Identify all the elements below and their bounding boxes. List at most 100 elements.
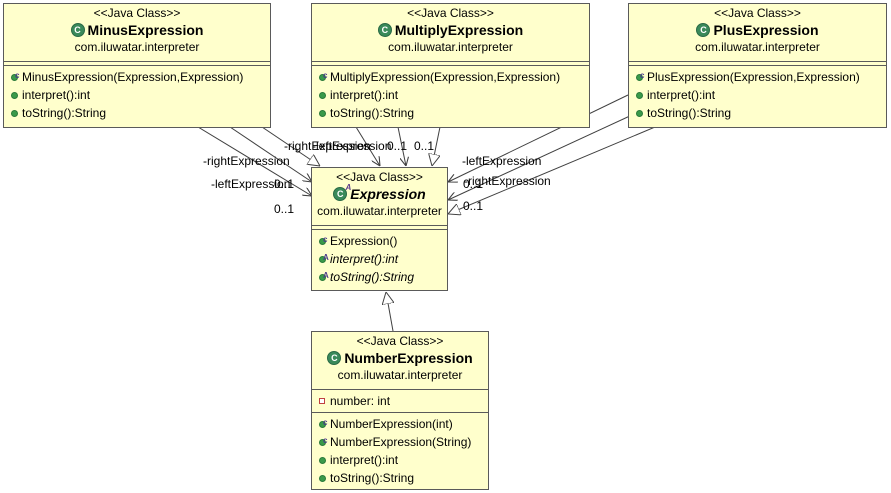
- stereotype: <<Java Class>>: [407, 6, 494, 20]
- constructor-icon: c: [318, 71, 327, 82]
- public-method-icon: [635, 108, 644, 118]
- plus-left-mult: 0..1: [463, 177, 483, 191]
- multiply-right-label: -rightExpression: [284, 139, 371, 153]
- empty-fields-compartment: [312, 61, 589, 66]
- abstract-method-icon: A: [318, 253, 329, 264]
- multiply-right-mult: 0..1: [387, 139, 407, 153]
- public-method-icon: [635, 90, 644, 100]
- multiply-generalization: [432, 126, 441, 166]
- stereotype: <<Java Class>>: [714, 6, 801, 20]
- private-field-icon: [318, 396, 327, 405]
- stereotype: <<Java Class>>: [336, 170, 423, 184]
- class-icon: C: [70, 23, 85, 38]
- plus-right-label: -rightExpression: [464, 174, 551, 188]
- multiply-left-association: [397, 126, 406, 166]
- plus-right-mult: 0..1: [463, 199, 483, 213]
- fields-compartment: number: int: [312, 390, 488, 412]
- method-member: interpret():int: [629, 86, 886, 104]
- plus-left-label: -leftExpression: [462, 154, 541, 168]
- minus-right-mult: 0..1: [274, 177, 294, 191]
- plus-right-association: [448, 114, 633, 200]
- multiply-left-mult: 0..1: [414, 139, 434, 153]
- package-name: com.iluwatar.interpreter: [388, 40, 513, 54]
- method-member: toString():String: [629, 104, 886, 122]
- empty-fields-compartment: [312, 225, 447, 230]
- minus-generalization: [261, 126, 320, 166]
- package-name: com.iluwatar.interpreter: [695, 40, 820, 54]
- fields-separator: [312, 389, 488, 390]
- public-method-icon: [10, 90, 19, 100]
- minus-right-label: -rightExpression: [203, 154, 290, 168]
- package-name: com.iluwatar.interpreter: [337, 368, 463, 382]
- constructor-icon: c: [318, 235, 327, 246]
- empty-fields-compartment: [629, 61, 886, 66]
- empty-fields-compartment: [4, 61, 270, 66]
- minus-left-association: [229, 126, 312, 182]
- field-member: number: int: [312, 392, 488, 410]
- plus-left-association: [448, 94, 629, 182]
- multiply-right-association: [355, 126, 380, 166]
- minus-left-mult: 0..1: [274, 202, 294, 216]
- method-member: interpret():int: [312, 86, 589, 104]
- minus-right-association: [197, 126, 312, 196]
- method-member: toString():String: [312, 104, 589, 122]
- public-method-icon: [318, 473, 327, 483]
- stereotype: <<Java Class>>: [93, 6, 181, 20]
- method-member: toString():String: [312, 469, 488, 487]
- package-name: com.iluwatar.interpreter: [74, 40, 200, 54]
- constructor-icon: c: [635, 71, 644, 82]
- constructor-icon: c: [318, 436, 327, 447]
- class-icon: C: [377, 23, 392, 38]
- number-generalization: [386, 292, 393, 332]
- method-member: interpret():int: [312, 451, 488, 469]
- public-method-icon: [318, 455, 327, 465]
- class-icon: C: [696, 23, 711, 38]
- public-method-icon: [10, 108, 19, 118]
- methods-separator: [312, 412, 488, 413]
- abstract-method-icon: A: [318, 271, 329, 282]
- method-member: interpret():int: [4, 86, 270, 104]
- plus-generalization: [448, 126, 656, 214]
- constructor-icon: c: [10, 71, 19, 82]
- package-name: com.iluwatar.interpreter: [317, 204, 442, 218]
- constructor-icon: c: [318, 418, 327, 429]
- class-icon: C: [327, 351, 342, 366]
- stereotype: <<Java Class>>: [356, 334, 444, 348]
- multiply-left-label: -leftExpression: [312, 139, 391, 153]
- minus-left-label: -leftExpression: [211, 177, 290, 191]
- public-method-icon: [318, 90, 327, 100]
- method-member: toString():String: [4, 104, 270, 122]
- public-method-icon: [318, 108, 327, 118]
